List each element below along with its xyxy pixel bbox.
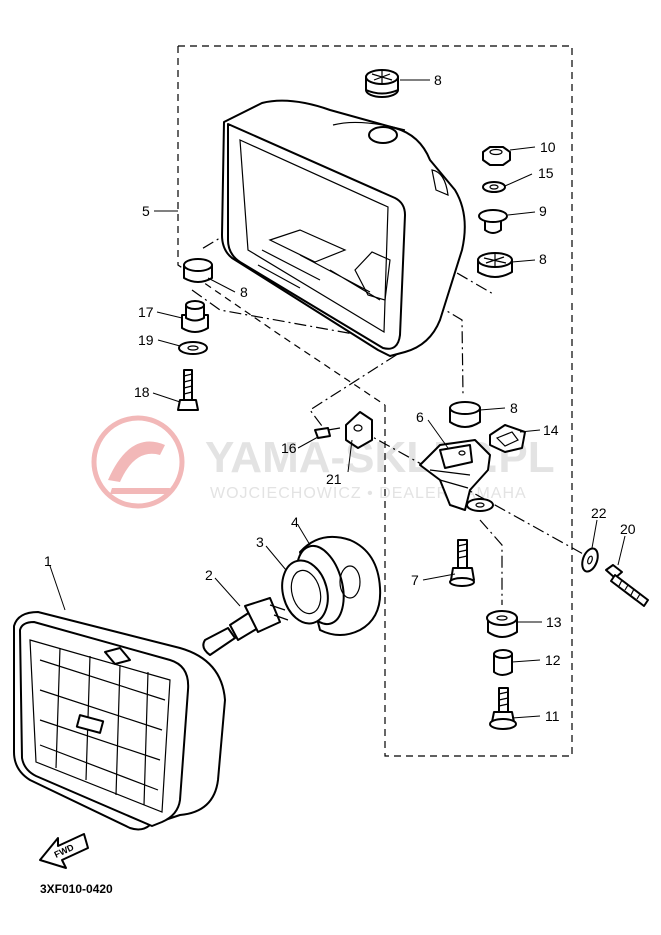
diagram-code: 3XF010-0420 <box>40 882 113 896</box>
callout-leaders <box>49 79 626 719</box>
callout-17: 17 <box>138 304 154 320</box>
callout-13: 13 <box>546 614 562 630</box>
bolt-left[interactable] <box>177 369 199 411</box>
collar[interactable] <box>478 209 508 234</box>
callout-8-left: 8 <box>240 284 248 300</box>
bracket-bolt[interactable] <box>449 539 475 587</box>
grommet-top[interactable] <box>365 69 399 98</box>
callout-3: 3 <box>256 534 264 550</box>
mount-bracket-small[interactable] <box>345 411 373 449</box>
headlight-bulb[interactable] <box>202 597 289 656</box>
callout-9: 9 <box>539 203 547 219</box>
callout-21: 21 <box>326 471 342 487</box>
headlight-bracket[interactable] <box>419 439 494 512</box>
callout-15: 15 <box>538 165 554 181</box>
washer-left[interactable] <box>178 341 208 355</box>
callout-11: 11 <box>545 708 560 724</box>
callout-labels: 8 10 15 9 8 5 8 17 19 18 16 21 6 8 14 22… <box>44 72 636 724</box>
grommet-right[interactable] <box>477 252 513 278</box>
grommet-bracket[interactable] <box>449 401 481 428</box>
flange-bolt[interactable] <box>489 687 517 730</box>
screw-small[interactable] <box>314 427 341 439</box>
dealer-logo-icon <box>91 415 185 509</box>
callout-16: 16 <box>281 440 297 456</box>
callout-14: 14 <box>543 422 559 438</box>
retaining-ring[interactable] <box>275 555 334 628</box>
callout-8-right: 8 <box>539 251 547 267</box>
headlight-housing[interactable] <box>221 99 466 357</box>
washer-small[interactable] <box>482 181 506 193</box>
callout-4: 4 <box>291 514 299 530</box>
washer-right[interactable] <box>579 546 600 573</box>
forward-arrow-icon: FWD <box>39 833 89 869</box>
callout-2: 2 <box>205 567 213 583</box>
nut[interactable] <box>482 146 511 166</box>
group-boundaries <box>177 45 573 757</box>
callout-12: 12 <box>545 652 561 668</box>
sleeve[interactable] <box>493 649 513 676</box>
callout-6: 6 <box>416 409 424 425</box>
callout-20: 20 <box>620 521 636 537</box>
collar-left[interactable] <box>181 300 209 333</box>
callout-5: 5 <box>142 203 150 219</box>
damper[interactable] <box>486 610 518 638</box>
callout-1: 1 <box>44 553 52 569</box>
callout-8-bracket: 8 <box>510 400 518 416</box>
callout-18: 18 <box>134 384 150 400</box>
adjuster-bolt[interactable] <box>605 564 649 607</box>
callout-7: 7 <box>411 572 419 588</box>
callout-10: 10 <box>540 139 556 155</box>
clip-nut[interactable] <box>489 424 526 453</box>
headlight-unit[interactable] <box>13 611 226 831</box>
callout-19: 19 <box>138 332 154 348</box>
callout-8-top: 8 <box>434 72 442 88</box>
callout-22: 22 <box>591 505 607 521</box>
grommet-left[interactable] <box>183 258 213 283</box>
